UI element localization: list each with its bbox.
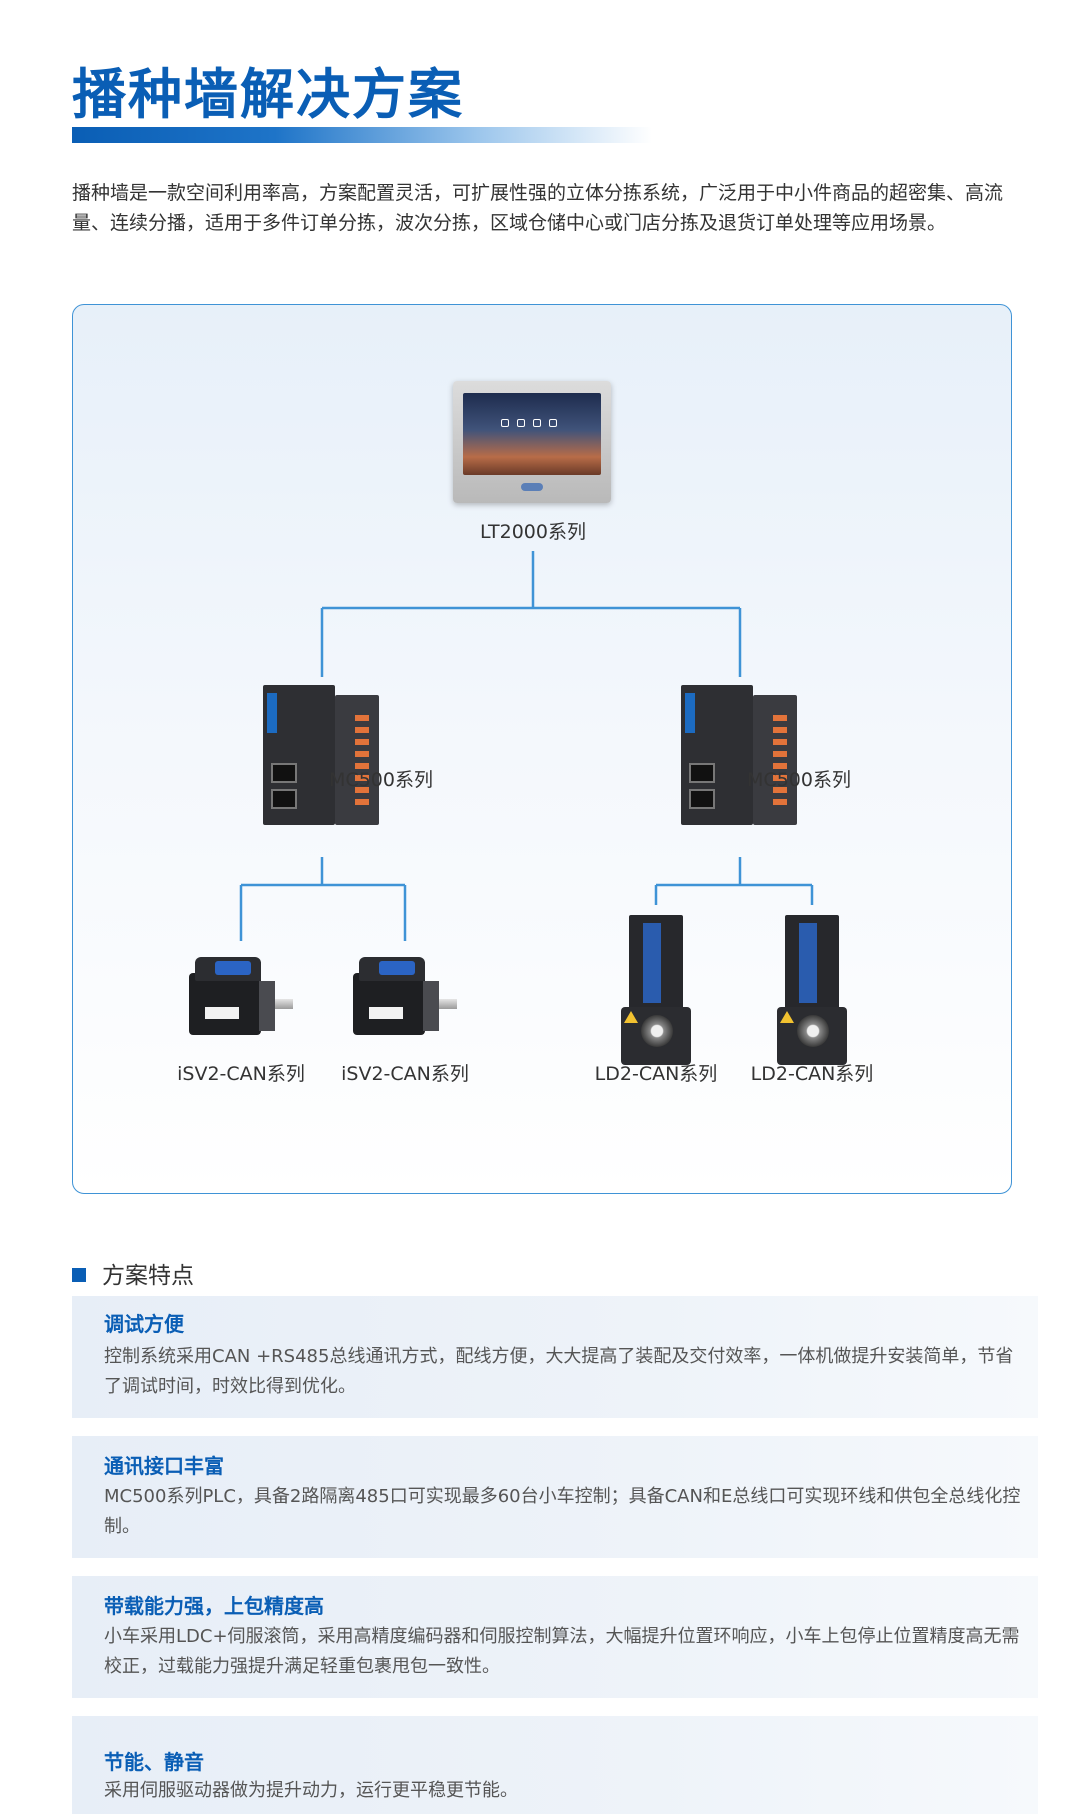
hmi-app-icon — [517, 419, 525, 427]
feature-title: 调试方便 — [104, 1312, 184, 1336]
brand-logo-icon — [521, 483, 543, 491]
ethernet-port-icon — [271, 763, 297, 783]
features-heading-text: 方案特点 — [102, 1263, 194, 1289]
square-bullet-icon — [72, 1268, 86, 1282]
plc-controller-image — [263, 685, 379, 825]
device-label: iSV2-CAN系列 — [177, 1063, 305, 1085]
warning-icon — [780, 1011, 794, 1023]
plc-cpu-module — [263, 685, 335, 825]
servo-motor-image — [345, 953, 457, 1043]
servo-drive-image — [621, 915, 691, 1065]
feature-card: 调试方便 控制系统采用CAN +RS485总线通讯方式，配线方便，大大提高了装配… — [72, 1296, 1038, 1418]
feature-body: MC500系列PLC，具备2路隔离485口可实现最多60台小车控制；具备CAN和… — [104, 1486, 1021, 1537]
feature-body: 小车采用LDC+伺服滚筒，采用高精度编码器和伺服控制算法，大幅提升位置环响应，小… — [104, 1626, 1020, 1677]
features-heading: 方案特点 — [72, 1256, 194, 1290]
root-node-label: LT2000系列 — [480, 521, 586, 543]
plc-io-module — [753, 695, 797, 825]
plc-cpu-module — [681, 685, 753, 825]
device-label: LD2-CAN系列 — [750, 1063, 874, 1085]
feature-card: 节能、静音 采用伺服驱动器做为提升动力，运行更平稳更节能。 — [72, 1716, 1038, 1814]
feature-body: 控制系统采用CAN +RS485总线通讯方式，配线方便，大大提高了装配及交付效率… — [104, 1346, 1014, 1397]
connector-lines — [239, 551, 814, 941]
feature-title: 通讯接口丰富 — [104, 1454, 224, 1478]
ethernet-port-icon — [689, 789, 715, 809]
plc-io-module — [335, 695, 379, 825]
intro-paragraph: 播种墙是一款空间利用率高，方案配置灵活，可扩展性强的立体分拣系统，广泛用于中小件… — [72, 182, 1004, 234]
architecture-diagram: LT2000系列 MC500系列 MC500系列 — [72, 304, 1012, 1194]
feature-body: 采用伺服驱动器做为提升动力，运行更平稳更节能。 — [104, 1780, 518, 1801]
ethernet-port-icon — [689, 763, 715, 783]
left-controller-label: MC500系列 — [329, 769, 433, 791]
feature-card: 带载能力强，上包精度高 小车采用LDC+伺服滚筒，采用高精度编码器和伺服控制算法… — [72, 1576, 1038, 1698]
page-title: 播种墙解决方案 — [72, 63, 464, 126]
hmi-panel-image — [453, 381, 611, 503]
plc-controller-image — [681, 685, 797, 825]
title-underline-bar — [72, 127, 652, 143]
warning-icon — [624, 1011, 638, 1023]
device-label: LD2-CAN系列 — [594, 1063, 718, 1085]
hmi-screen — [463, 393, 601, 475]
servo-drive-image — [777, 915, 847, 1065]
hmi-app-icon — [533, 419, 541, 427]
ethernet-port-icon — [271, 789, 297, 809]
right-controller-label: MC500系列 — [747, 769, 851, 791]
device-label: iSV2-CAN系列 — [341, 1063, 469, 1085]
feature-title: 节能、静音 — [104, 1750, 204, 1774]
hmi-app-icon — [549, 419, 557, 427]
servo-motor-image — [181, 953, 293, 1043]
feature-title: 带载能力强，上包精度高 — [104, 1594, 324, 1618]
feature-card: 通讯接口丰富 MC500系列PLC，具备2路隔离485口可实现最多60台小车控制… — [72, 1436, 1038, 1558]
hmi-app-icon — [501, 419, 509, 427]
